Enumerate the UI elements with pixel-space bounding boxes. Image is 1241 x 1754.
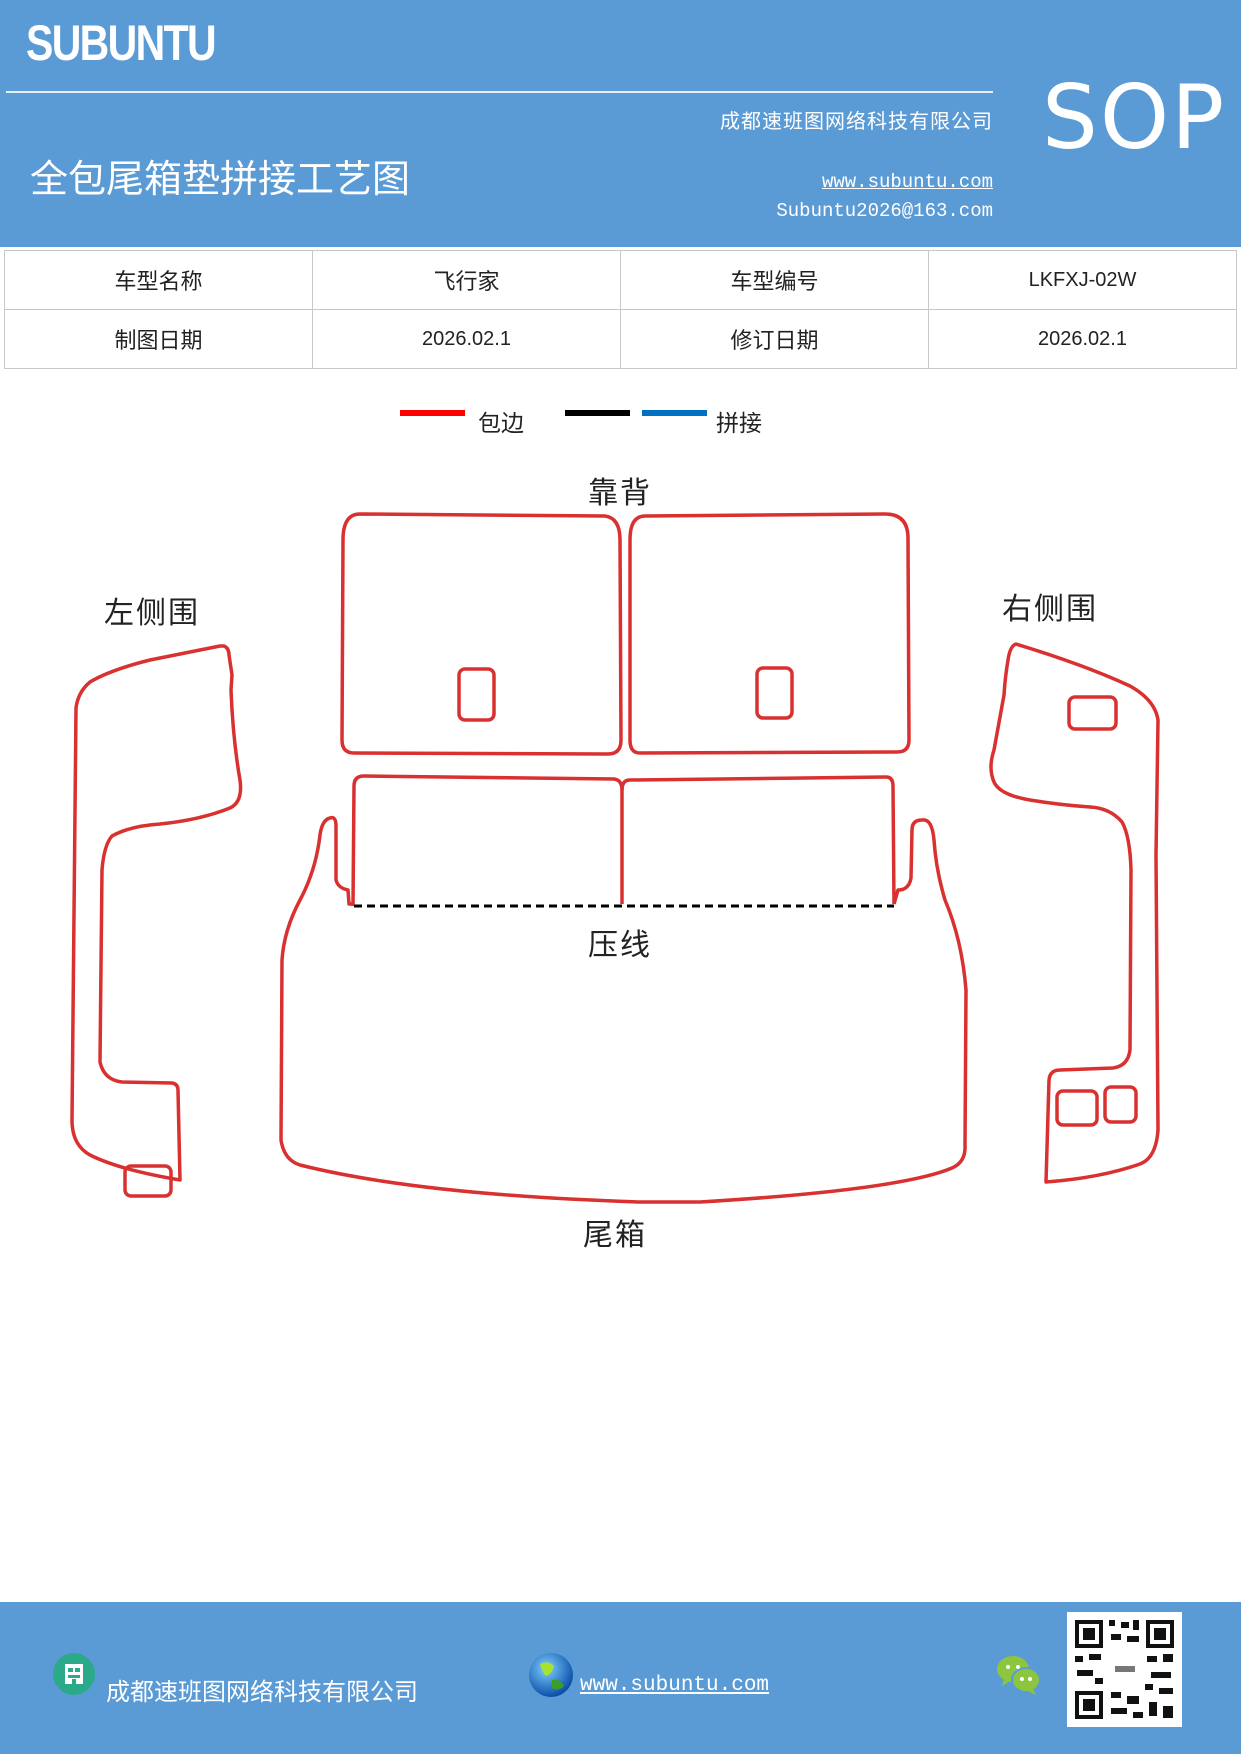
- legend-swatch-blue: [642, 410, 707, 416]
- seat-left-panel: [351, 774, 624, 907]
- seat-right-panel: [620, 775, 896, 905]
- right-side-cutout-top: [1067, 695, 1118, 731]
- label-revision-date: 修订日期: [620, 309, 929, 369]
- sop-badge: SOP: [1042, 66, 1227, 169]
- header-banner: SUBUNTU 成都速班图网络科技有限公司 全包尾箱垫拼接工艺图 www.sub…: [0, 0, 1241, 247]
- label-draw-date: 制图日期: [4, 309, 313, 369]
- qr-code: [1067, 1612, 1182, 1727]
- legend-label-binding: 包边: [478, 411, 524, 437]
- left-side-panel: [70, 644, 243, 1182]
- legend-label-splice: 拼接: [716, 411, 762, 437]
- brand-logo: SUBUNTU: [26, 15, 217, 71]
- label-model-code: 车型编号: [620, 250, 929, 310]
- email-address: Subuntu2026@163.com: [776, 200, 993, 222]
- footer-banner: 成都速班图网络科技有限公司 www.subuntu.com: [0, 1602, 1241, 1754]
- footer-website-link[interactable]: www.subuntu.com: [580, 1674, 770, 1697]
- legend-swatch-black: [565, 410, 630, 416]
- right-side-cutout-bottom-right: [1103, 1085, 1138, 1124]
- mat-diagram: 靠背 左侧围 右侧围 压线 尾箱: [0, 450, 1241, 1270]
- value-model-name: 飞行家: [312, 250, 621, 310]
- outline-drawing: [70, 512, 1160, 1204]
- legend: 包边 拼接: [0, 400, 1241, 440]
- table-row: 车型名称 飞行家 车型编号 LKFXJ-02W: [4, 250, 1237, 310]
- website-link[interactable]: www.subuntu.com: [821, 171, 993, 193]
- label-press-line: 压线: [588, 928, 652, 963]
- legend-swatch-red: [400, 410, 465, 416]
- label-right-side: 右侧围: [1002, 592, 1098, 627]
- company-name: 成都速班图网络科技有限公司: [720, 109, 993, 133]
- value-draw-date: 2026.02.1: [312, 309, 621, 369]
- value-model-code: LKFXJ-02W: [928, 250, 1237, 310]
- trunk-panel: [279, 815, 968, 1204]
- wechat-icon: [997, 1656, 1041, 1695]
- table-row: 制图日期 2026.02.1 修订日期 2026.02.1: [4, 309, 1237, 369]
- label-trunk: 尾箱: [583, 1218, 647, 1253]
- qr-code-pattern: [1075, 1620, 1174, 1719]
- label-left-side: 左侧围: [104, 596, 200, 631]
- header-divider: [6, 91, 993, 93]
- label-model-name: 车型名称: [4, 250, 313, 310]
- backrest-left-panel: [340, 512, 623, 756]
- value-revision-date: 2026.02.1: [928, 309, 1237, 369]
- backrest-right-panel: [628, 512, 911, 755]
- label-backrest: 靠背: [588, 476, 652, 511]
- backrest-left-cutout: [457, 667, 496, 722]
- footer-company-name: 成都速班图网络科技有限公司: [106, 1678, 418, 1706]
- page-title: 全包尾箱垫拼接工艺图: [30, 157, 411, 201]
- building-icon: [53, 1653, 95, 1695]
- vehicle-info-table: 车型名称 飞行家 车型编号 LKFXJ-02W 制图日期 2026.02.1 修…: [4, 250, 1237, 369]
- backrest-right-cutout: [755, 666, 794, 720]
- left-side-cutout: [123, 1164, 173, 1198]
- right-side-panel: [989, 642, 1160, 1184]
- right-side-cutout-bottom-left: [1055, 1089, 1099, 1127]
- globe-icon: [529, 1653, 573, 1697]
